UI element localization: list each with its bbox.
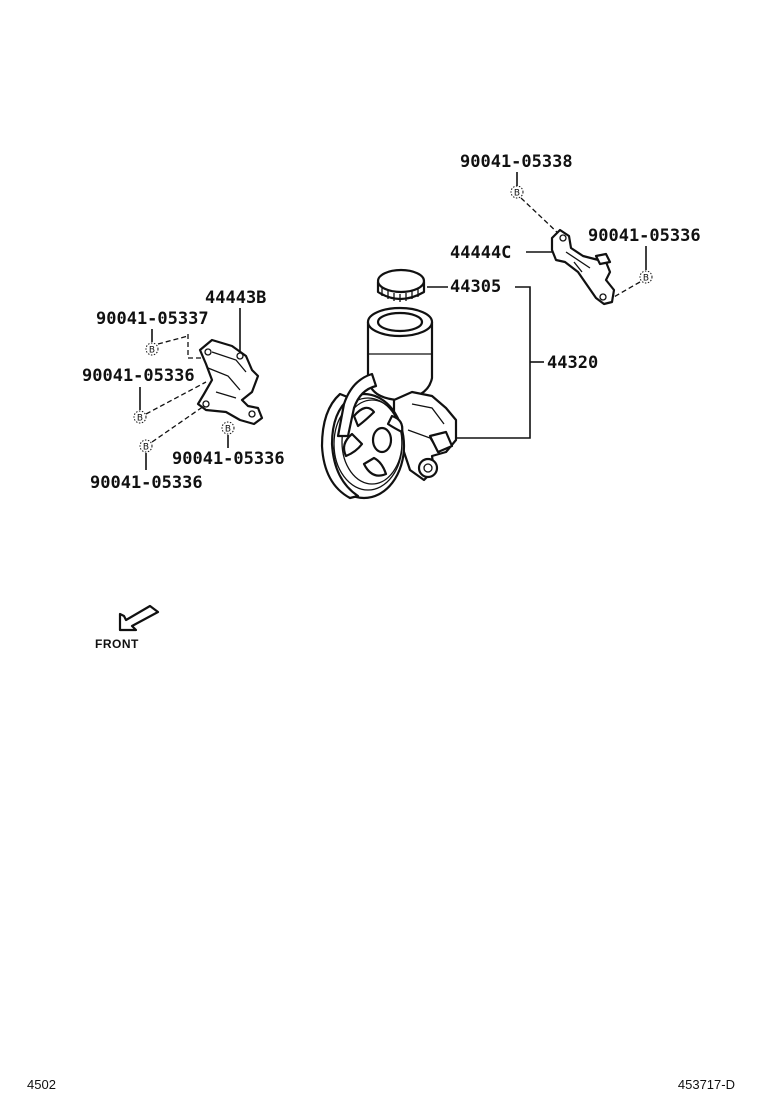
dashed-line-bolt-top <box>520 197 561 236</box>
bolt-marker-text: B <box>514 189 520 199</box>
power-steering-pump[interactable] <box>320 306 458 500</box>
label-bolt-lower-right[interactable]: 90041-05336 <box>172 449 285 469</box>
bracket-44443b[interactable] <box>196 338 264 426</box>
bolt-marker-top: B <box>510 185 524 199</box>
bolt-marker-lower-left: B <box>139 439 153 453</box>
label-bolt-lower-left[interactable]: 90041-05336 <box>90 473 203 493</box>
dashed-line-upper-left <box>187 334 206 359</box>
label-pump-assy[interactable]: 44320 <box>547 353 598 373</box>
front-arrow-icon <box>118 604 160 632</box>
bolt-marker-mid-left: B <box>133 410 147 424</box>
label-bracket-b[interactable]: 44443B <box>205 288 266 308</box>
page-code: 4502 <box>27 1077 56 1092</box>
bolt-marker-text: B <box>137 414 143 424</box>
label-bolt-upper-left[interactable]: 90041-05337 <box>96 309 209 329</box>
label-bolt-top[interactable]: 90041-05338 <box>460 152 573 172</box>
label-cap[interactable]: 44305 <box>450 277 501 297</box>
bolt-marker-text: B <box>643 274 649 284</box>
bolt-marker-text: B <box>143 443 149 453</box>
dashed-line-mid-left <box>145 381 207 415</box>
bracket-44444c[interactable] <box>550 228 616 306</box>
bolt-marker-text: B <box>225 425 231 435</box>
dashed-line-upper-left-2 <box>157 335 189 345</box>
label-bolt-mid-left[interactable]: 90041-05336 <box>82 366 195 386</box>
bolt-marker-upper-left: B <box>145 342 159 356</box>
front-label: FRONT <box>95 637 139 651</box>
bolt-marker-lower-right: B <box>221 421 235 435</box>
dashed-line-lower-left <box>151 405 205 443</box>
label-bracket-c[interactable]: 44444C <box>450 243 511 263</box>
label-bolt-bracket-c[interactable]: 90041-05336 <box>588 226 701 246</box>
bolt-marker-text: B <box>149 346 155 356</box>
bolt-marker-bracket-c: B <box>639 270 653 284</box>
illustration-id: 453717-D <box>678 1077 735 1092</box>
reservoir-cap-44305[interactable] <box>376 268 426 302</box>
dashed-line-bracket-c <box>611 281 641 299</box>
